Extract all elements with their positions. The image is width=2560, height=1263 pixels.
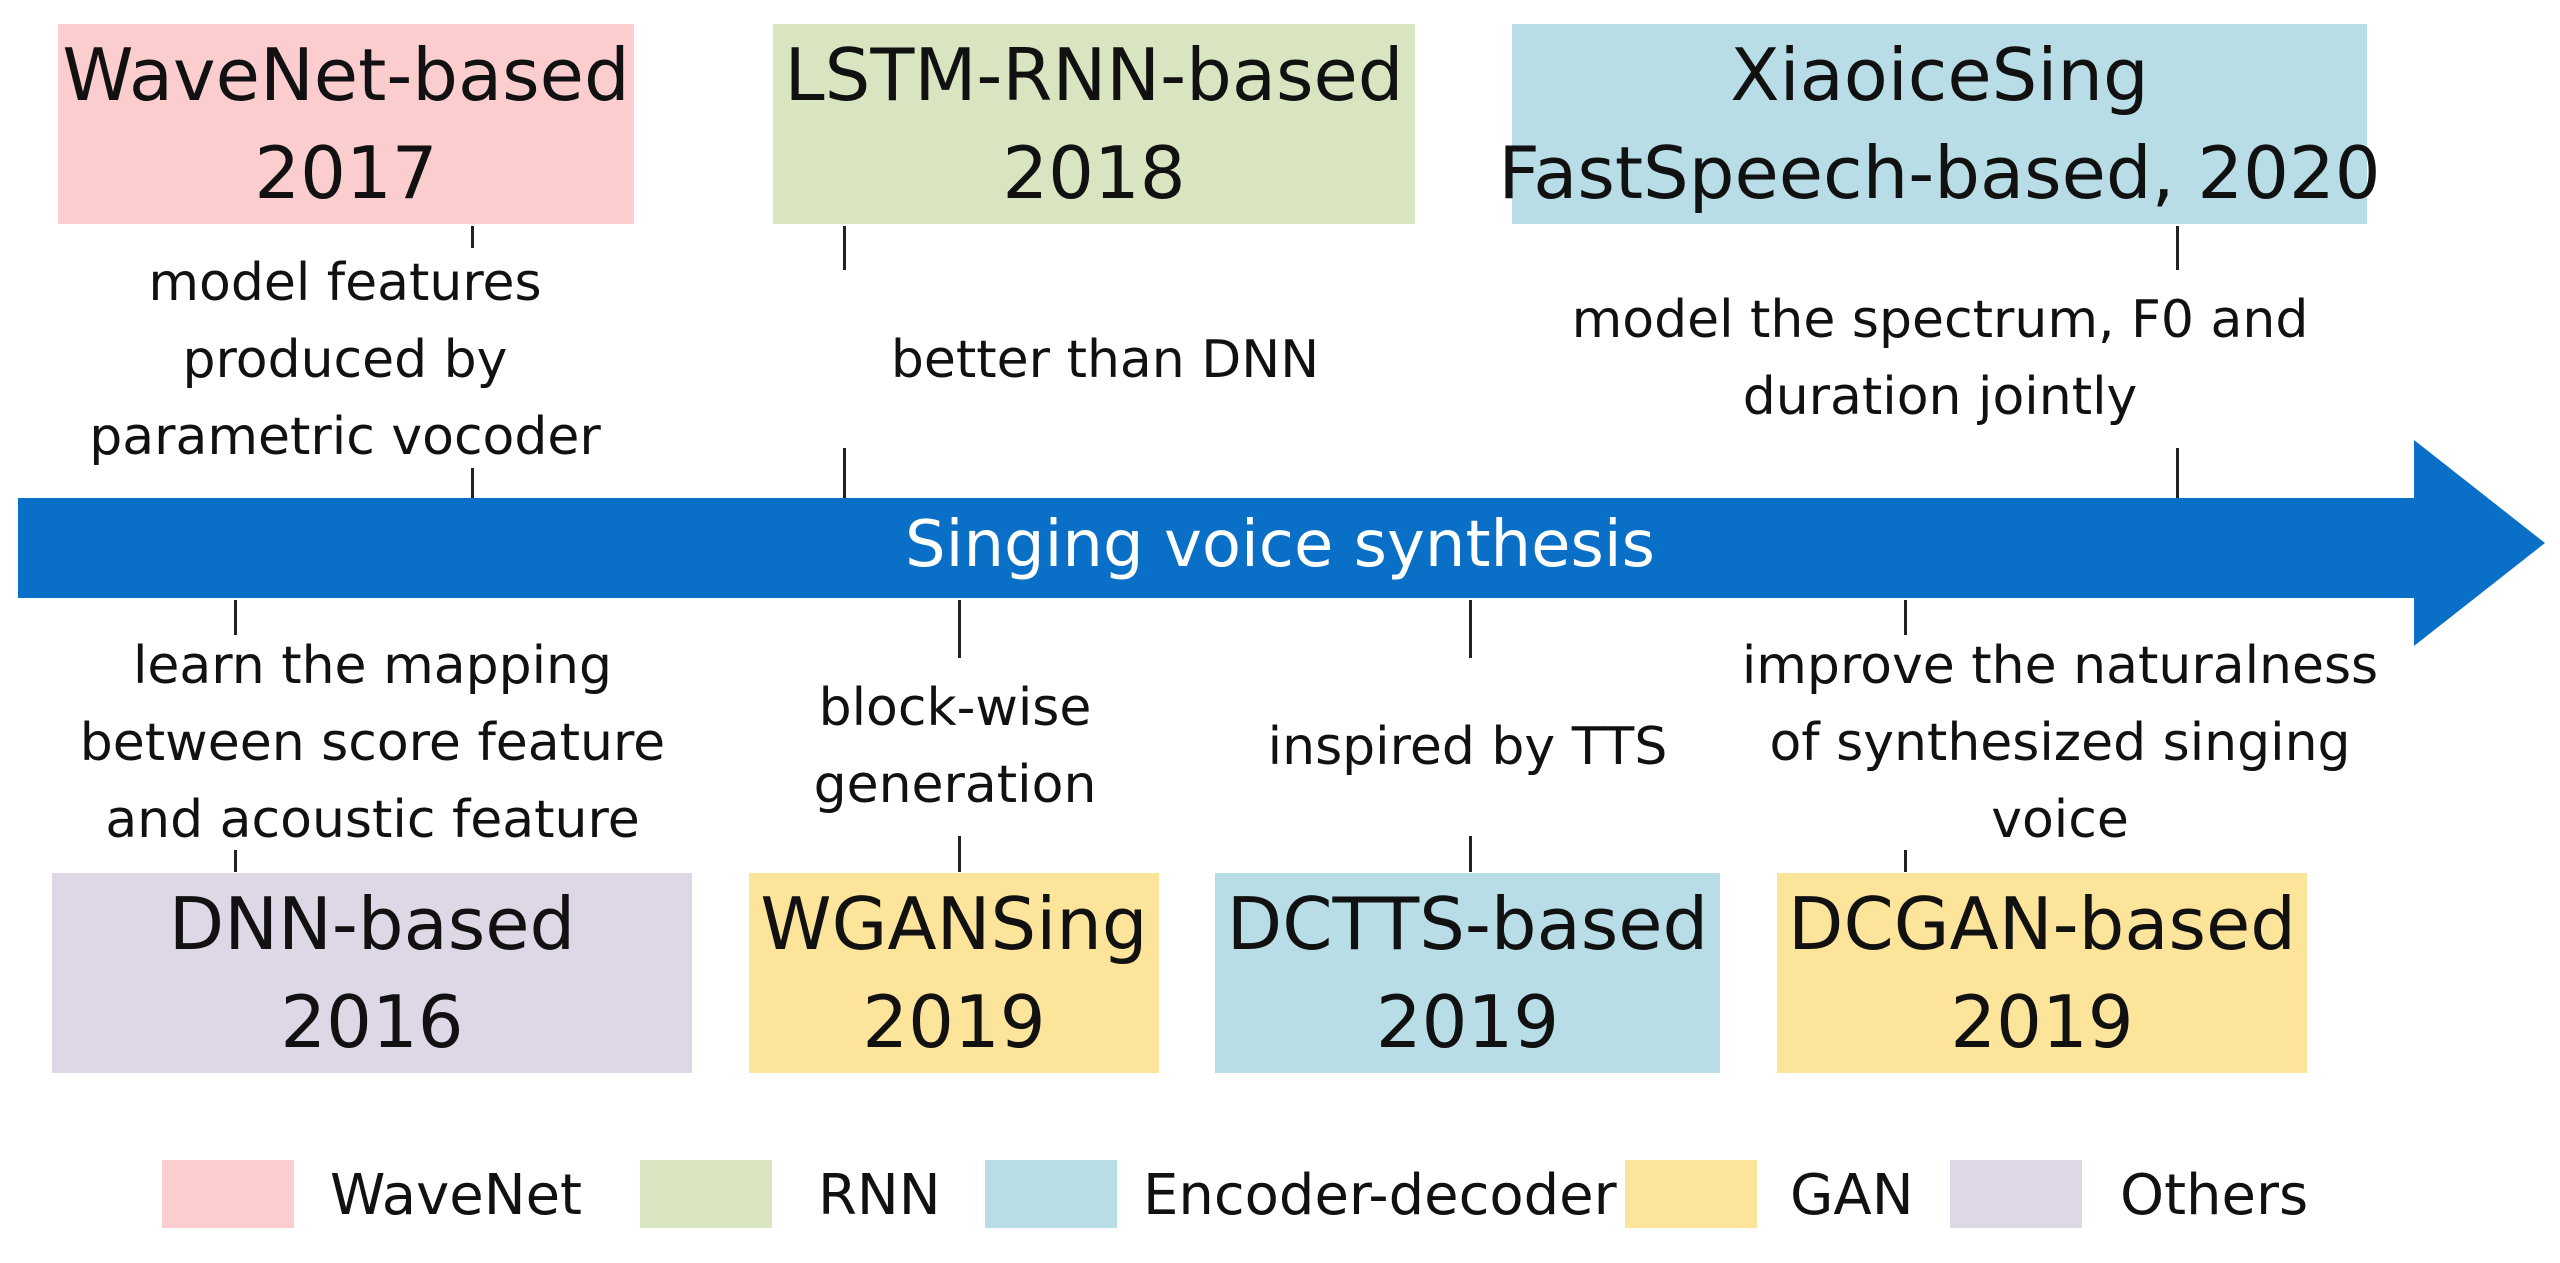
box-title: WGANSing [760,882,1148,966]
legend: WaveNet RNN Encoder-decoder GAN Others [0,1160,2560,1230]
legend-label-others: Others [2120,1163,2309,1228]
box-dctts-based: DCTTS-based 2019 [1215,873,1720,1073]
note-wgansing: block-wise generation [750,670,1160,824]
connector-line [2176,448,2179,498]
box-dnn-based: DNN-based 2016 [52,873,692,1073]
connector-line [1904,600,1907,635]
note-dcgan-based: improve the naturalness of synthesized s… [1710,628,2410,858]
connector-line [234,600,237,635]
note-line: model the spectrum, F0 and [1571,290,2309,350]
note-xiaoicesing: model the spectrum, F0 and duration join… [1520,282,2360,436]
note-line: learn the mapping [132,635,613,696]
note-line: generation [813,755,1097,815]
box-year: FastSpeech-based, 2020 [1498,131,2381,215]
legend-swatch-rnn [640,1160,772,1228]
box-title: XiaoiceSing [1730,33,2149,117]
box-year: 2018 [1002,131,1186,215]
note-dnn-based: learn the mapping between score feature … [60,628,685,858]
note-line: block-wise [818,678,1092,738]
connector-line [1904,850,1907,872]
connector-line [958,836,961,872]
legend-swatch-encoder-decoder [985,1160,1117,1228]
note-line: better than DNN [890,329,1320,390]
box-wavenet-based: WaveNet-based 2017 [58,24,634,224]
note-line: model features [148,252,542,313]
timeline-arrow-shape [18,440,2545,646]
note-dctts-based: inspired by TTS [1215,707,1720,787]
legend-swatch-gan [1625,1160,1757,1228]
box-year: 2019 [1375,980,1560,1064]
legend-label-encoder-decoder: Encoder-decoder [1143,1163,1617,1228]
legend-swatch-wavenet [162,1160,294,1228]
box-title: DCGAN-based [1788,882,2296,966]
box-year: 2019 [862,980,1046,1064]
note-line: parametric vocoder [89,406,601,467]
box-year: 2019 [1950,980,2134,1064]
box-wgansing: WGANSing 2019 [749,873,1159,1073]
connector-line [843,226,846,270]
legend-swatch-others [1950,1160,2082,1228]
note-line: inspired by TTS [1267,716,1668,777]
box-title: WaveNet-based [62,33,630,117]
box-dcgan-based: DCGAN-based 2019 [1777,873,2307,1073]
connector-line [843,448,846,498]
connector-line [471,468,474,498]
box-xiaoicesing: XiaoiceSing FastSpeech-based, 2020 [1498,24,2381,224]
legend-label-wavenet: WaveNet [330,1163,582,1228]
connector-line [234,850,237,872]
connector-line [2176,226,2179,270]
legend-label-rnn: RNN [818,1163,941,1228]
note-line: between score feature [79,712,666,773]
connector-line [1469,836,1472,872]
box-year: 2017 [254,131,438,215]
note-line: produced by [182,329,508,390]
legend-label-gan: GAN [1790,1163,1914,1228]
box-title: DNN-based [168,882,576,966]
connector-line [958,600,961,658]
connector-line [1469,600,1472,658]
note-lstm-rnn-based: better than DNN [800,320,1410,400]
note-line: duration jointly [1742,367,2138,427]
note-line: voice [1991,789,2129,850]
note-line: of synthesized singing [1769,712,2351,773]
box-title: DCTTS-based [1226,882,1709,966]
note-wavenet-based: model features produced by parametric vo… [60,245,630,475]
note-line: improve the naturalness [1741,635,2379,696]
box-year: 2016 [280,980,464,1064]
timeline-label: Singing voice synthesis [905,508,1655,582]
box-lstm-rnn-based: LSTM-RNN-based 2018 [773,24,1415,224]
note-line: and acoustic feature [105,789,640,850]
box-title: LSTM-RNN-based [784,33,1404,117]
connector-line [471,226,474,248]
